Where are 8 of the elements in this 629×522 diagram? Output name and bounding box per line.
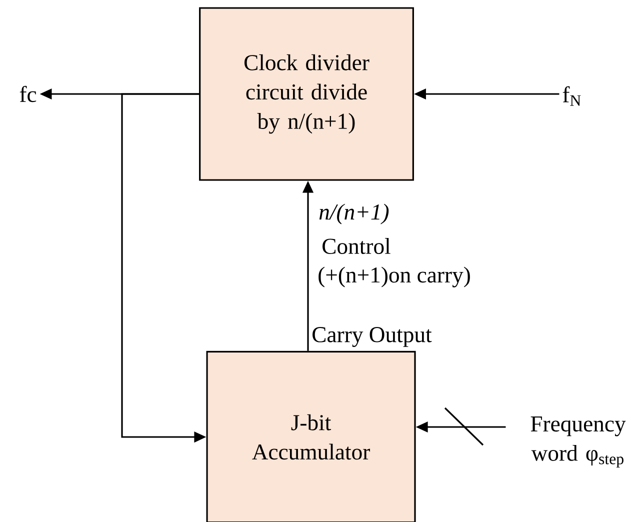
signal-label: (+(n+1)on carry): [318, 266, 470, 288]
signal-label: Carry Output: [312, 327, 432, 347]
accumulator-box: J-bit Accumulator: [206, 350, 416, 522]
edge-label: n/(n+1): [319, 204, 389, 224]
input-label: f$_{N}$: [562, 86, 581, 106]
output-label: fc: [20, 86, 36, 102]
signal-label: Control: [322, 238, 390, 254]
input-label: Frequency word φ$_{step}$: [530, 416, 626, 468]
